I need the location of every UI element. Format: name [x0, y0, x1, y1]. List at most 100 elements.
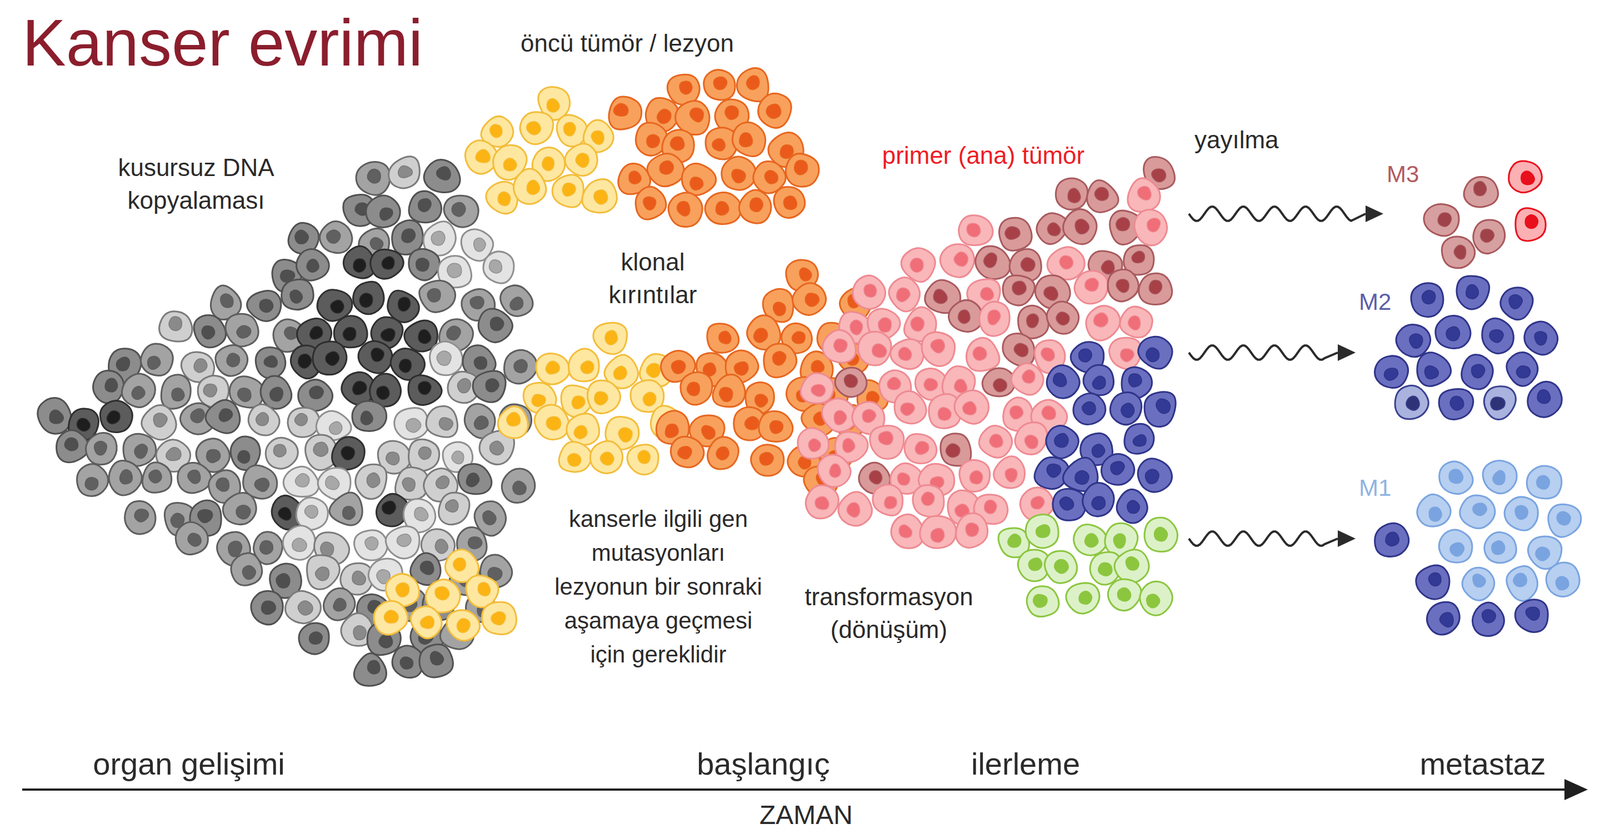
cell-nucleus — [1472, 503, 1487, 517]
cell-body — [817, 455, 851, 488]
cell-nucleus — [1043, 286, 1059, 301]
label-text: klonal kırıntılar — [608, 248, 698, 309]
cell-body — [1375, 356, 1409, 389]
cell-nucleus — [64, 437, 78, 451]
cell-nucleus — [733, 361, 749, 375]
cell-nucleus — [352, 381, 367, 395]
cell-nucleus — [284, 327, 298, 340]
cell-nucleus — [190, 408, 205, 424]
cell-body — [835, 367, 867, 398]
cell-nucleus — [1047, 222, 1060, 237]
cell-nucleus — [646, 134, 660, 148]
wavy-line — [1188, 345, 1338, 360]
cell-body — [732, 122, 765, 157]
metastasis-label: M2 — [1358, 288, 1569, 317]
cell-body — [593, 322, 628, 354]
cell-body — [142, 462, 172, 494]
cell-nucleus — [562, 182, 576, 197]
cell-nucleus — [342, 327, 356, 341]
cell-nucleus — [134, 444, 148, 459]
cell-nucleus — [304, 505, 318, 519]
label-text: transformasyon (dönüşüm) — [804, 583, 973, 644]
cell-nucleus — [716, 446, 729, 460]
time-axis — [22, 788, 1570, 792]
cell-nucleus — [1028, 558, 1042, 572]
cell-nucleus — [1513, 573, 1528, 587]
cell-body — [265, 437, 298, 469]
cell-body — [1134, 209, 1168, 246]
cell-nucleus — [937, 407, 952, 421]
cell-nucleus — [571, 396, 585, 410]
cell-nucleus — [646, 363, 660, 378]
cell-nucleus — [1046, 464, 1062, 478]
cell-nucleus — [1054, 433, 1069, 448]
cell-nucleus — [923, 378, 938, 392]
cell-nucleus — [106, 411, 120, 425]
cell-body — [355, 464, 387, 500]
label-text: öncü tümör / lezyon — [520, 29, 734, 57]
cell-nucleus — [690, 107, 704, 123]
cell-nucleus — [353, 258, 367, 273]
cell-body — [373, 601, 408, 635]
cell-body — [668, 192, 703, 228]
cell-nucleus — [746, 75, 759, 90]
cell-body — [712, 374, 745, 407]
arrow-head — [1337, 530, 1356, 548]
cell-nucleus — [575, 153, 589, 168]
cell-nucleus — [1466, 284, 1479, 299]
cell-body — [483, 251, 514, 284]
cell-nucleus — [969, 470, 983, 485]
cell-nucleus — [713, 76, 727, 90]
cell-nucleus — [1010, 406, 1024, 420]
cell-body — [229, 376, 264, 408]
metastasis-label: M3 — [1386, 160, 1564, 189]
cell-nucleus — [794, 160, 808, 175]
cell-nucleus — [193, 358, 208, 373]
cell-nucleus — [383, 610, 399, 624]
cell-nucleus — [326, 230, 341, 244]
cell-nucleus — [1020, 257, 1035, 272]
cell-nucleus — [359, 293, 373, 308]
cell-body — [627, 445, 659, 475]
cell-nucleus — [897, 472, 910, 486]
cell-nucleus — [953, 252, 968, 267]
cell-body — [721, 156, 757, 190]
cell-nucleus — [613, 103, 628, 117]
cell-nucleus — [1041, 406, 1056, 420]
cell-nucleus — [1026, 313, 1039, 328]
cell-body — [1504, 497, 1538, 531]
cell-nucleus — [799, 267, 812, 282]
cell-body — [1506, 566, 1538, 602]
cell-body — [1423, 203, 1459, 236]
cell-nucleus — [1145, 469, 1159, 484]
cell-nucleus — [829, 463, 842, 478]
cell-nucleus — [1132, 435, 1147, 447]
cell-body — [1524, 321, 1558, 355]
cell-body — [1026, 586, 1059, 618]
cell-nucleus — [270, 387, 284, 402]
cell-nucleus — [242, 566, 256, 580]
cell-nucleus — [386, 452, 400, 465]
cell-body — [358, 341, 393, 374]
spread-arrow — [1188, 205, 1384, 223]
cell-nucleus — [1041, 347, 1055, 362]
cell-body — [852, 275, 886, 310]
cell-body — [320, 221, 353, 253]
cell-body — [966, 337, 1000, 372]
cell-body — [370, 249, 404, 279]
cell-body — [872, 485, 903, 517]
cell-nucleus — [473, 356, 487, 370]
cell-nucleus — [1492, 470, 1505, 485]
cell-body — [366, 195, 401, 228]
diagram-title: Kanser evrimi — [22, 5, 423, 82]
cell-nucleus — [1471, 364, 1485, 379]
timeline-label: ilerleme — [971, 743, 1080, 786]
cell-body — [785, 153, 819, 188]
cell-body — [1441, 236, 1475, 269]
label-text: ilerleme — [971, 746, 1080, 782]
cell-nucleus — [1094, 187, 1109, 201]
cell-body — [108, 461, 142, 496]
arrow-head — [1365, 205, 1384, 223]
cell-nucleus — [637, 450, 650, 464]
cell-nucleus — [1481, 609, 1496, 623]
